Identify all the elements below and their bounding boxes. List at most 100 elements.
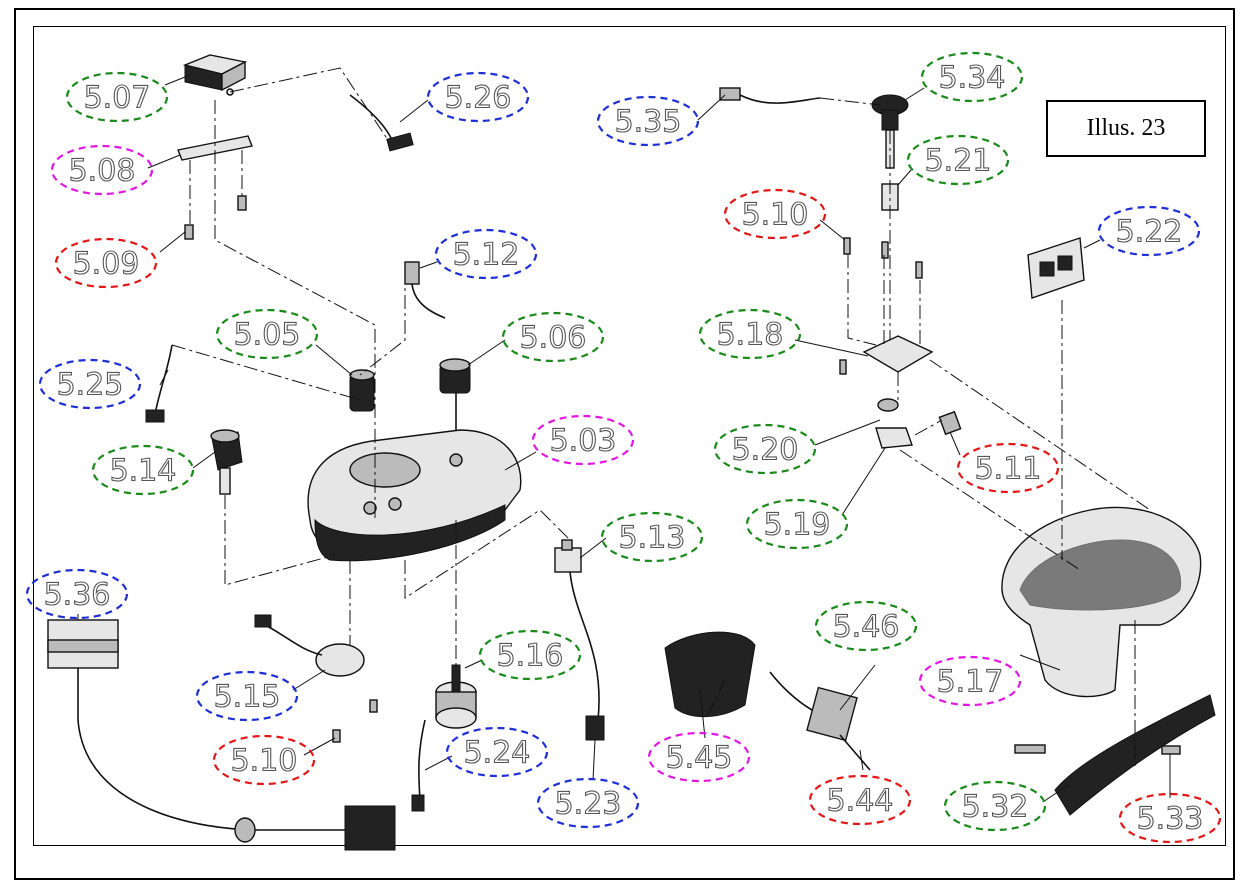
callout-ellipse (54, 237, 158, 289)
callout-ellipse (25, 568, 129, 620)
callout-label: 5.03 (550, 424, 617, 459)
callout-5-26: 5.26 (426, 71, 530, 123)
callout-ellipse (713, 423, 817, 475)
part-5-35-drawing (719, 87, 821, 104)
callout-5-44: 5.44 (808, 774, 912, 826)
part-drawings (47, 54, 1216, 851)
callout-ellipse (434, 228, 538, 280)
illustration-label: Illus. 23 (1086, 115, 1166, 141)
callout-label: 5.33 (1137, 802, 1204, 837)
callout-label: 5.32 (962, 790, 1029, 825)
callout-leaders (77, 74, 1171, 803)
callout-label: 5.44 (827, 784, 894, 819)
callout-label: 5.13 (619, 521, 686, 556)
callout-5-19: 5.19 (745, 498, 849, 550)
callout-ellipse (906, 134, 1010, 186)
callout-label: 5.26 (445, 81, 512, 116)
callout-5-14: 5.14 (91, 444, 195, 496)
callout-ellipse (943, 780, 1047, 832)
part-5-12-drawing (404, 261, 446, 319)
callout-ellipse (212, 734, 316, 786)
callout-ellipse (50, 144, 154, 196)
callout-ellipse (38, 358, 142, 410)
callout-label: 5.19 (764, 508, 831, 543)
callout-label: 5.07 (84, 81, 151, 116)
assembly-chain-lines (171, 67, 1151, 770)
part-5-05-drawing (349, 369, 375, 412)
part-5-15-drawing (254, 614, 378, 743)
callout-5-05: 5.05 (215, 308, 319, 360)
callout-5-10: 5.10 (212, 734, 316, 786)
callout-5-20: 5.20 (713, 423, 817, 475)
part-5-16-drawing (411, 664, 477, 812)
callout-ellipse (600, 511, 704, 563)
callout-label: 5.20 (732, 433, 799, 468)
callout-ellipse (215, 308, 319, 360)
part-5-46-drawing (769, 671, 871, 771)
callout-ellipse (1097, 205, 1201, 257)
outer-frame (14, 8, 1235, 880)
callout-label: 5.45 (666, 741, 733, 776)
callout-5-36: 5.36 (25, 568, 129, 620)
part-5-06-drawing (439, 358, 471, 445)
callout-5-23: 5.23 (536, 777, 640, 829)
callout-5-33: 5.33 (1118, 792, 1222, 844)
callout-5-06: 5.06 (501, 311, 605, 363)
callout-label: 5.10 (742, 198, 809, 233)
callout-label: 5.08 (69, 154, 136, 189)
callout-5-21: 5.21 (906, 134, 1010, 186)
callout-ellipse (596, 95, 700, 147)
callout-label: 5.06 (520, 321, 587, 356)
callout-label: 5.16 (497, 639, 564, 674)
callout-5-25: 5.25 (38, 358, 142, 410)
callout-5-35: 5.35 (596, 95, 700, 147)
callout-label: 5.18 (717, 318, 784, 353)
part-5-25-drawing (145, 344, 173, 423)
part-5-17-drawing (1001, 506, 1202, 698)
callout-5-13: 5.13 (600, 511, 704, 563)
callout-label: 5.17 (937, 665, 1004, 700)
callout-label: 5.15 (214, 680, 281, 715)
part-5-03-drawing (307, 429, 522, 562)
callout-ellipse (65, 71, 169, 123)
callout-5-46: 5.46 (814, 600, 918, 652)
callout-5-08: 5.08 (50, 144, 154, 196)
callout-5-34: 5.34 (920, 51, 1024, 103)
callout-5-16: 5.16 (478, 629, 582, 681)
drawing-frame (33, 26, 1226, 846)
callout-5-15: 5.15 (195, 670, 299, 722)
part-5-18-drawing (862, 335, 934, 373)
callout-ellipse (91, 444, 195, 496)
callout-5-03: 5.03 (531, 414, 635, 466)
part-5-14-drawing (210, 429, 243, 495)
callout-label: 5.34 (939, 61, 1006, 96)
callout-ellipse (647, 731, 751, 783)
callout-5-11: 5.11 (956, 442, 1060, 494)
callout-5-24: 5.24 (445, 726, 549, 778)
callout-label: 5.25 (57, 368, 124, 403)
callout-label: 5.46 (833, 610, 900, 645)
callout-ellipse (918, 655, 1022, 707)
callout-label: 5.24 (464, 736, 531, 771)
callout-ellipse (478, 629, 582, 681)
callout-label: 5.12 (453, 238, 520, 273)
callout-5-12: 5.12 (434, 228, 538, 280)
callout-ellipse (501, 311, 605, 363)
callout-label: 5.09 (73, 247, 140, 282)
callout-ellipse (445, 726, 549, 778)
part-5-19-drawing (875, 398, 962, 449)
callout-5-10: 5.10 (723, 188, 827, 240)
callout-5-22: 5.22 (1097, 205, 1201, 257)
callout-label: 5.05 (234, 318, 301, 353)
callout-ellipse (745, 498, 849, 550)
callout-ellipse (426, 71, 530, 123)
callout-label: 5.14 (110, 454, 177, 489)
callout-5-18: 5.18 (698, 308, 802, 360)
callout-ellipse (1118, 792, 1222, 844)
callout-ellipse (723, 188, 827, 240)
part-5-08-drawing (177, 135, 253, 161)
part-5-22-drawing (1027, 237, 1085, 299)
callout-label: 5.10 (231, 744, 298, 779)
callout-5-07: 5.07 (65, 71, 169, 123)
